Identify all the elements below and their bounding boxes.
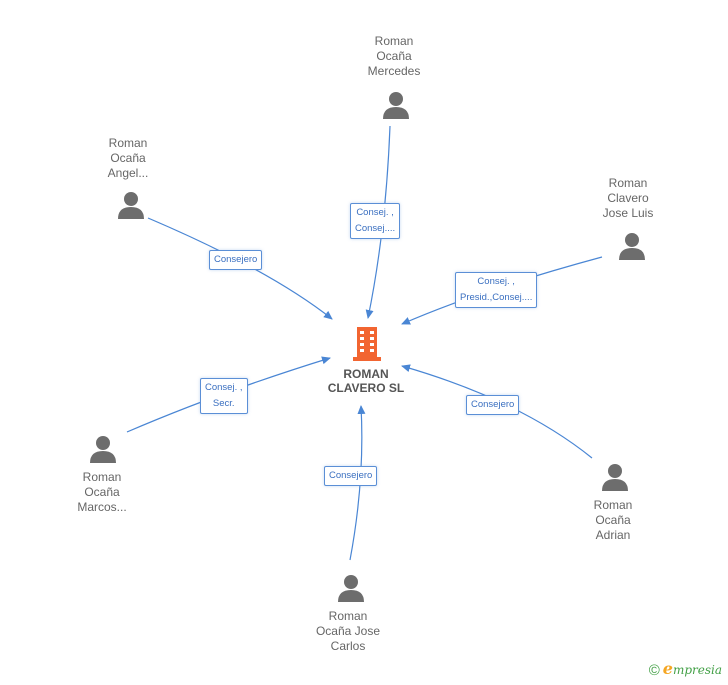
company-name[interactable]: ROMAN CLAVERO SL xyxy=(327,367,405,395)
person-name-jose-carlos[interactable]: Roman Ocaña Jose Carlos xyxy=(315,609,381,653)
role-label-mercedes[interactable]: Consej. , Consej.... xyxy=(350,203,401,239)
person-name-marcos[interactable]: Roman Ocaña Marcos... xyxy=(77,470,127,514)
person-name-angel[interactable]: Roman Ocaña Angel... xyxy=(107,136,149,180)
role-label-marcos[interactable]: Consej. , Secr. xyxy=(200,378,248,414)
role-label-adrian[interactable]: Consejero xyxy=(466,395,520,415)
brand-name: mpresia xyxy=(672,663,722,677)
role-label-jose-carlos[interactable]: Consejero xyxy=(324,466,378,486)
brand-mark: e xyxy=(662,659,673,678)
person-name-adrian[interactable]: Roman Ocaña Adrian xyxy=(593,498,633,542)
building-icon[interactable] xyxy=(350,326,384,362)
person-icon[interactable] xyxy=(88,434,118,464)
role-label-jose-luis[interactable]: Consej. , Presid.,Consej.... xyxy=(455,272,538,308)
person-icon[interactable] xyxy=(116,190,146,220)
person-name-jose-luis[interactable]: Roman Clavero Jose Luis xyxy=(602,176,654,220)
person-icon[interactable] xyxy=(617,231,647,261)
person-name-mercedes[interactable]: Roman Ocaña Mercedes xyxy=(367,34,421,78)
role-label-angel[interactable]: Consejero xyxy=(209,250,263,270)
copyright-icon: © xyxy=(648,662,660,679)
person-icon[interactable] xyxy=(381,90,411,120)
empresia-logo[interactable]: ©empresia xyxy=(649,659,722,679)
person-icon[interactable] xyxy=(336,573,366,603)
person-icon[interactable] xyxy=(600,462,630,492)
